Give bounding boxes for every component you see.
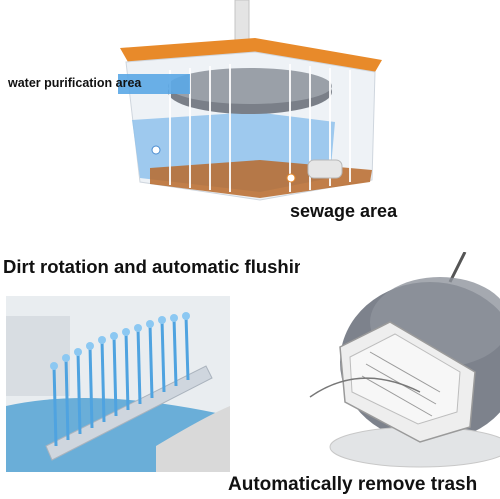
remove-trash-heading: Automatically remove trash: [228, 474, 478, 495]
mop-handle-right: [448, 252, 467, 283]
purification-highlight: [118, 74, 190, 94]
trash-removal-photo: [300, 252, 500, 474]
mop-edge: [156, 406, 230, 472]
drain-valve: [307, 159, 343, 179]
bucket-illustration: [120, 0, 382, 201]
bucket-wall: [6, 316, 70, 396]
orange-rim: [120, 38, 382, 72]
comb-teeth: [52, 315, 190, 447]
wire-arm: [309, 377, 421, 398]
water-marker: [151, 145, 161, 155]
comb-tooth-tips: [50, 312, 190, 370]
sewage-area-label: sewage area: [290, 201, 398, 221]
water-purification-label: water purification area: [8, 76, 142, 90]
spin-mop-top: [168, 68, 332, 104]
dirt-rotation-heading: Dirt rotation and automatic flushing: [3, 256, 317, 277]
sewage-marker: [286, 173, 296, 183]
comb-photo: [6, 296, 230, 472]
